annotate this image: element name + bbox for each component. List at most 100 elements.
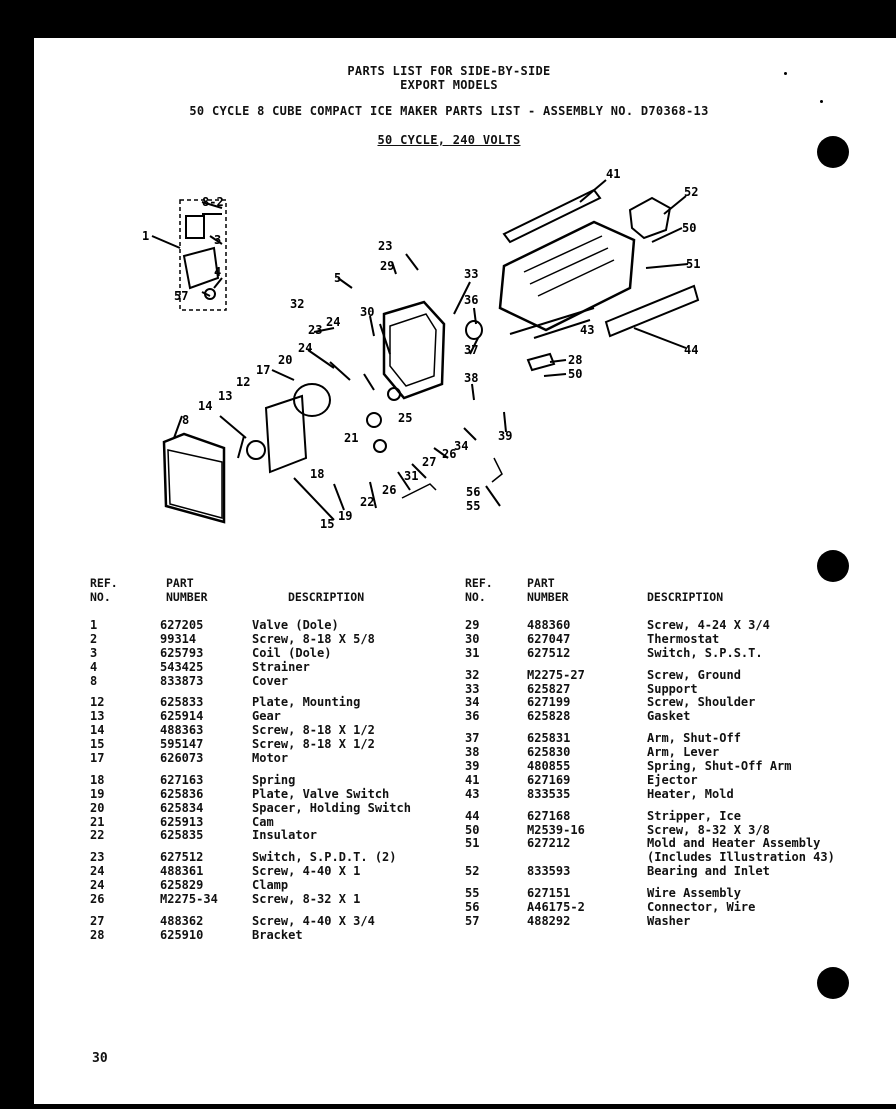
description-cell: Spring, Shut-Off Arm xyxy=(647,759,792,774)
description-cell: Gear xyxy=(252,709,281,724)
svg-text:57: 57 xyxy=(174,289,188,303)
description-cell: Plate, Valve Switch xyxy=(252,786,390,801)
ref-cell: 22 xyxy=(90,828,105,843)
svg-text:26: 26 xyxy=(442,447,456,461)
title-line-1: PARTS LIST FOR SIDE-BY-SIDE xyxy=(347,64,551,78)
description-cell: Clamp xyxy=(252,878,289,893)
description-cell: Screw, 4-24 X 3/4 xyxy=(647,618,770,632)
svg-text:30: 30 xyxy=(360,305,374,319)
description-cell: Bracket xyxy=(252,927,303,942)
part-number-cell: 833593 xyxy=(527,864,571,879)
svg-text:36: 36 xyxy=(464,293,478,307)
svg-text:14: 14 xyxy=(198,399,212,413)
description-cell: Insulator xyxy=(252,828,318,843)
svg-text:15: 15 xyxy=(320,517,334,531)
svg-text:4: 4 xyxy=(214,265,221,279)
description-cell: Arm, Shut-Off xyxy=(647,731,741,746)
svg-text:19: 19 xyxy=(338,509,352,523)
svg-text:8: 8 xyxy=(182,413,189,427)
part-number-cell: 625827 xyxy=(527,681,571,696)
part-number-cell: 627205 xyxy=(160,618,204,632)
ref-cell: 27 xyxy=(90,913,105,928)
col-description-header: DESCRIPTION xyxy=(288,590,365,604)
subtitle-assembly: 50 CYCLE 8 CUBE COMPACT ICE MAKER PARTS … xyxy=(189,104,709,118)
ref-cell: 34 xyxy=(465,695,480,710)
part-number-cell: 625910 xyxy=(160,927,204,942)
description-cell: Coil (Dole) xyxy=(252,645,332,660)
description-cell: Screw, 8-32 X 3/8 xyxy=(647,822,770,837)
ref-cell: 52 xyxy=(465,864,480,879)
description-cell: Screw, 4-40 X 3/4 xyxy=(252,913,375,928)
part-number-cell: 625831 xyxy=(527,731,571,746)
part-number-cell: 480855 xyxy=(527,759,571,774)
description-cell: Valve (Dole) xyxy=(252,618,339,632)
ref-cell: 37 xyxy=(465,731,480,746)
ref-cell: 14 xyxy=(90,723,105,738)
svg-text:13: 13 xyxy=(218,389,232,403)
description-cell: Screw, 8-18 X 5/8 xyxy=(252,631,375,646)
description-cell: Spring xyxy=(252,772,296,787)
ref-cell: 19 xyxy=(90,786,105,801)
part-number-cell: 625830 xyxy=(527,745,571,760)
ref-cell: 13 xyxy=(90,709,105,724)
svg-text:38: 38 xyxy=(464,371,478,385)
svg-text:55: 55 xyxy=(466,499,480,513)
part-number-cell: 625914 xyxy=(160,709,204,724)
ref-cell: 3 xyxy=(90,645,98,660)
part-number-cell: 627512 xyxy=(527,645,571,660)
svg-text:23: 23 xyxy=(308,323,322,337)
housing-support xyxy=(382,300,446,400)
svg-text:29: 29 xyxy=(380,259,394,273)
description-cell: Screw, 8-32 X 1 xyxy=(252,892,361,907)
description-cell: Screw, 8-18 X 1/2 xyxy=(252,723,375,738)
table-row: 22 625835 Insulator xyxy=(90,829,460,843)
ref-cell: 24 xyxy=(90,864,105,879)
thermostat-part xyxy=(387,387,401,401)
ref-cell: 38 xyxy=(465,745,480,760)
part-number-cell: 625836 xyxy=(160,786,204,801)
description-cell: Spacer, Holding Switch xyxy=(252,800,411,815)
part-number-cell: 833535 xyxy=(527,786,571,801)
svg-text:37: 37 xyxy=(464,343,478,357)
ref-cell: 31 xyxy=(465,645,480,660)
ref-cell: 32 xyxy=(465,667,480,682)
col-ref-header: REF.NO. xyxy=(90,576,118,604)
part-number-cell: 488361 xyxy=(160,864,204,879)
ejector-part xyxy=(502,188,602,244)
ref-cell: 21 xyxy=(90,814,105,829)
col-description-header-right: DESCRIPTION xyxy=(647,590,724,604)
svg-text:22: 22 xyxy=(360,495,374,509)
svg-text:12: 12 xyxy=(236,375,250,389)
part-number-cell: 625835 xyxy=(160,828,204,843)
cam-part xyxy=(366,412,382,428)
part-number-cell: 627163 xyxy=(160,772,204,787)
ref-cell: 50 xyxy=(465,822,480,837)
part-number-cell: A46175-2 xyxy=(527,900,585,915)
ref-cell: 30 xyxy=(465,631,480,646)
valve-bracket-outline xyxy=(179,199,227,311)
gear-part xyxy=(246,440,266,460)
binder-hole xyxy=(817,136,849,168)
mold-part xyxy=(498,220,636,332)
svg-text:17: 17 xyxy=(256,363,270,377)
svg-text:44: 44 xyxy=(684,343,698,357)
svg-text:41: 41 xyxy=(606,167,620,181)
binder-hole xyxy=(817,967,849,999)
svg-text:27: 27 xyxy=(422,455,436,469)
svg-text:43: 43 xyxy=(580,323,594,337)
part-number-cell: 625829 xyxy=(160,878,204,893)
ref-cell: 33 xyxy=(465,681,480,696)
